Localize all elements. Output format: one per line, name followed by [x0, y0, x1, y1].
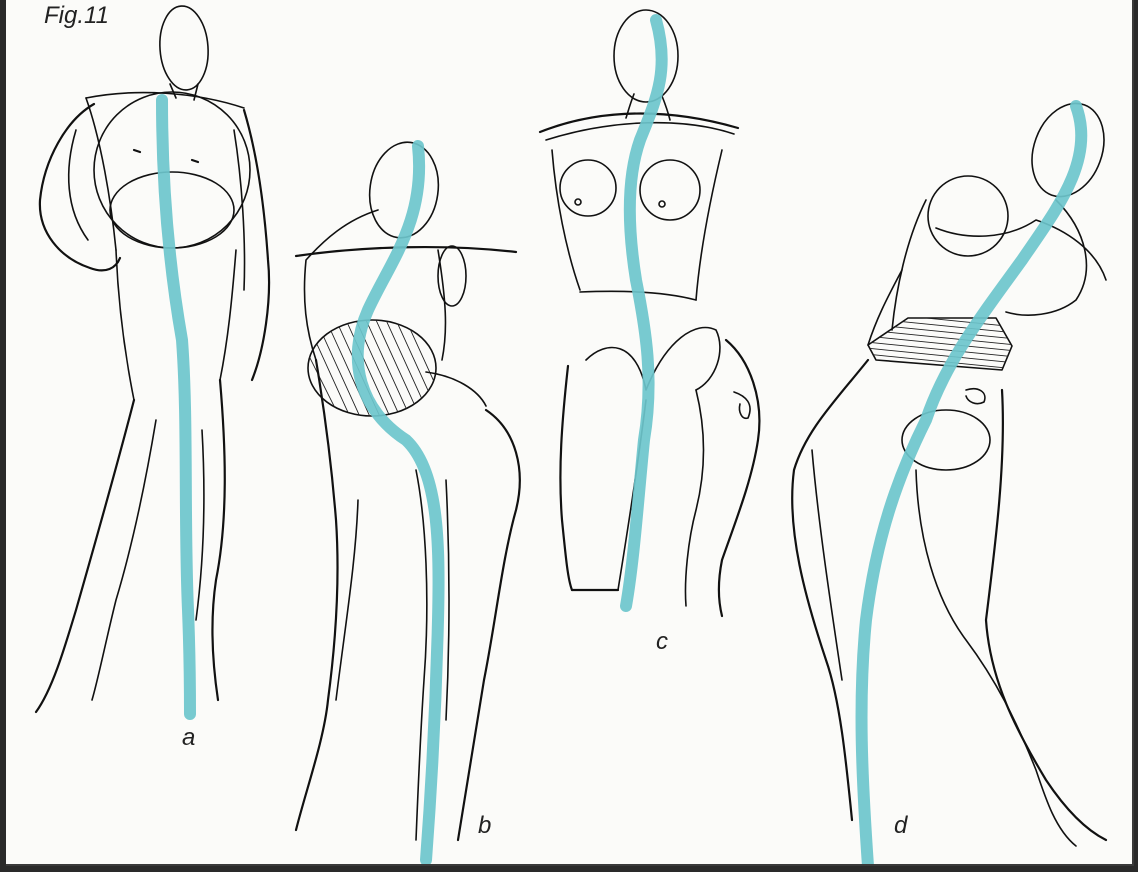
figure-d-label: d [894, 812, 908, 839]
figure-c-sketch [538, 9, 761, 618]
figure-page: Fig.11 [6, 0, 1134, 866]
figure-b-sketch [294, 140, 521, 864]
figure-sketches [34, 5, 1108, 864]
figure-c-label: c [656, 628, 668, 655]
figure-a-label: a [182, 724, 196, 751]
figure-title: Fig.11 [44, 2, 109, 29]
figure-b-label: b [478, 812, 492, 839]
figure-a-sketch [34, 5, 271, 720]
figure-d-sketch [791, 100, 1108, 864]
